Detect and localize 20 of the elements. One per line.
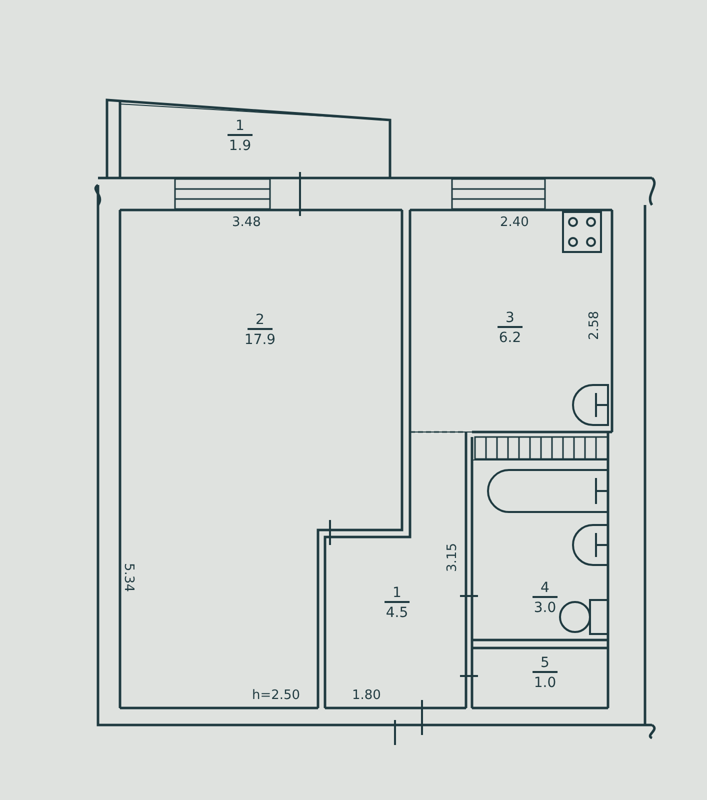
room-area-value: 17.9 — [244, 332, 276, 348]
kitchen-area — [410, 210, 612, 432]
room-number: 3 — [498, 310, 522, 328]
room-area-value: 6.2 — [498, 330, 522, 346]
room-number: 5 — [532, 655, 558, 673]
dimension-label: 3.48 — [232, 215, 261, 230]
dimension-label: 1.80 — [352, 688, 381, 703]
room-number: 1 — [228, 118, 252, 136]
dimension-label: 2.40 — [500, 215, 529, 230]
room-area-value: 3.0 — [534, 600, 556, 616]
dimension-label: 2.58 — [586, 311, 602, 340]
room-area-value: 4.5 — [386, 605, 408, 621]
room-number: 1 — [384, 585, 410, 603]
dimension-label: 5.34 — [120, 563, 136, 592]
dimension-label: h=2.50 — [252, 688, 300, 703]
room-area-value: 1.9 — [228, 138, 252, 154]
dimension-label: 3.15 — [444, 543, 460, 572]
room-number: 4 — [532, 580, 558, 598]
room-number: 2 — [248, 312, 272, 330]
room-area-value: 1.0 — [534, 675, 556, 691]
